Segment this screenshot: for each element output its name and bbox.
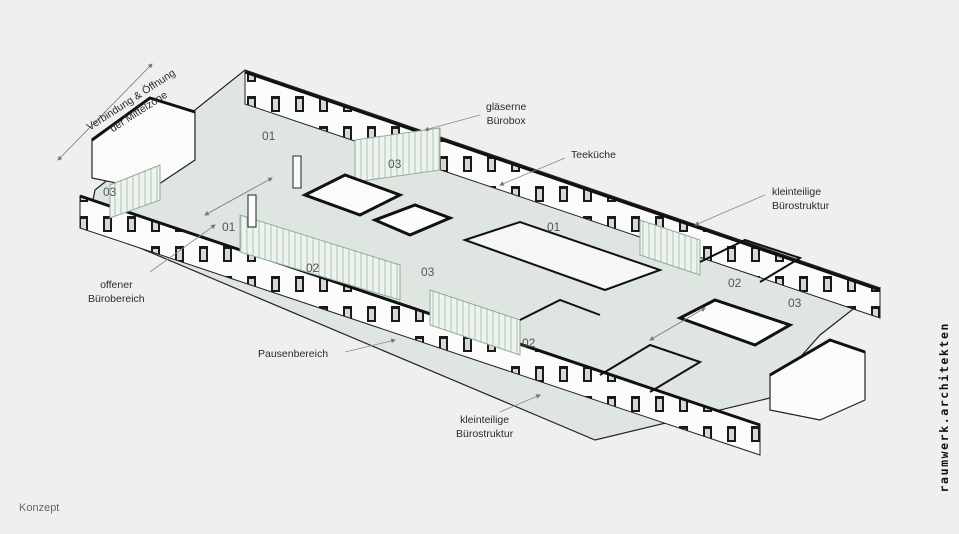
label-kitchen: Teeküche (571, 149, 616, 161)
label-small-offices-top: kleinteilige Bürostruktur (772, 185, 829, 213)
brand-wordmark: raumwerk.architekten (937, 322, 951, 493)
leader-line (499, 394, 541, 413)
footer-caption: Konzept (19, 502, 60, 514)
glass-partition (429, 289, 521, 356)
zone-number: 02 (306, 261, 320, 275)
zone-number: 03 (103, 185, 117, 199)
label-line: Bürobox (486, 115, 526, 127)
label-glass-box: gläserne Bürobox (486, 100, 526, 128)
label-line: kleinteilige (460, 414, 510, 426)
label-line: Bürostruktur (772, 200, 830, 212)
zone-number: 03 (788, 296, 802, 310)
zone-number: 03 (388, 157, 402, 171)
glass-partition (109, 164, 161, 219)
zone-number: 01 (222, 220, 236, 234)
office-walls (699, 238, 803, 283)
core-box (301, 173, 404, 217)
glass-partition (639, 219, 701, 276)
office-walls (599, 343, 703, 393)
label-small-offices-bottom: kleinteilige Bürostruktur (456, 413, 513, 441)
zone-number: 02 (522, 336, 536, 350)
office-walls (519, 298, 601, 321)
glass-partition (239, 214, 401, 301)
leader-line (694, 194, 766, 226)
label-line: Bürobereich (88, 293, 145, 305)
leader-line (499, 157, 566, 186)
axis-arrow (57, 63, 153, 161)
label-open-office: offener Bürobereich (88, 278, 145, 306)
core-box (676, 298, 794, 347)
label-break-area: Pausenbereich (258, 348, 329, 360)
column (292, 155, 302, 189)
glass-partition (354, 127, 441, 183)
leader-line (149, 224, 216, 273)
leader-line (424, 114, 481, 132)
leader-line (344, 338, 396, 353)
core-box (461, 220, 664, 292)
zone-number: 01 (262, 129, 276, 143)
zone-number: 01 (547, 220, 561, 234)
label-line: kleinteilige (772, 186, 822, 198)
label-line: Bürostruktur (456, 428, 514, 440)
column (247, 194, 257, 228)
connection-arrow (204, 177, 273, 216)
zone-number: 03 (421, 265, 435, 279)
core-box (370, 203, 455, 237)
label-line: gläserne (486, 101, 527, 113)
label-line: offener (100, 279, 133, 291)
zone-number: 02 (728, 276, 742, 290)
connection-arrow (649, 307, 706, 341)
